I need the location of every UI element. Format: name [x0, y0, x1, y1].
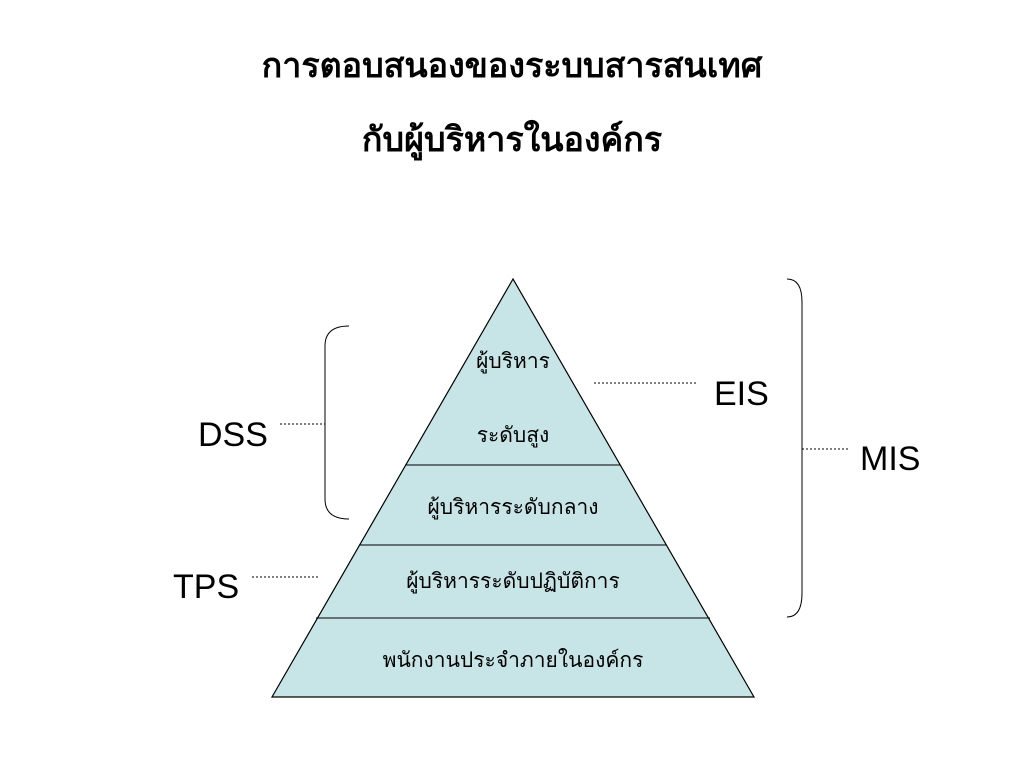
tps-label: TPS — [173, 568, 239, 606]
page-title-line-2: กับผู้บริหารในองค์กร — [361, 120, 663, 160]
level-middle-management: ผู้บริหารระดับกลาง — [428, 495, 599, 520]
level-operational-management: ผู้บริหารระดับปฏิบัติการ — [406, 569, 620, 594]
pyramid-shape — [270, 277, 756, 698]
level-employees: พนักงานประจำภายในองค์กร — [383, 648, 644, 672]
eis-label: EIS — [714, 375, 769, 413]
dss-bracket — [324, 325, 350, 520]
mis-label: MIS — [860, 440, 920, 478]
level-top-executive-line2: ระดับสูง — [477, 423, 550, 448]
mis-bracket — [786, 278, 803, 618]
level-top-executive-line1: ผู้บริหาร — [476, 349, 550, 374]
dss-label: DSS — [198, 416, 268, 454]
page-title-line-1: การตอบสนองของระบบสารสนเทศ — [261, 46, 763, 86]
